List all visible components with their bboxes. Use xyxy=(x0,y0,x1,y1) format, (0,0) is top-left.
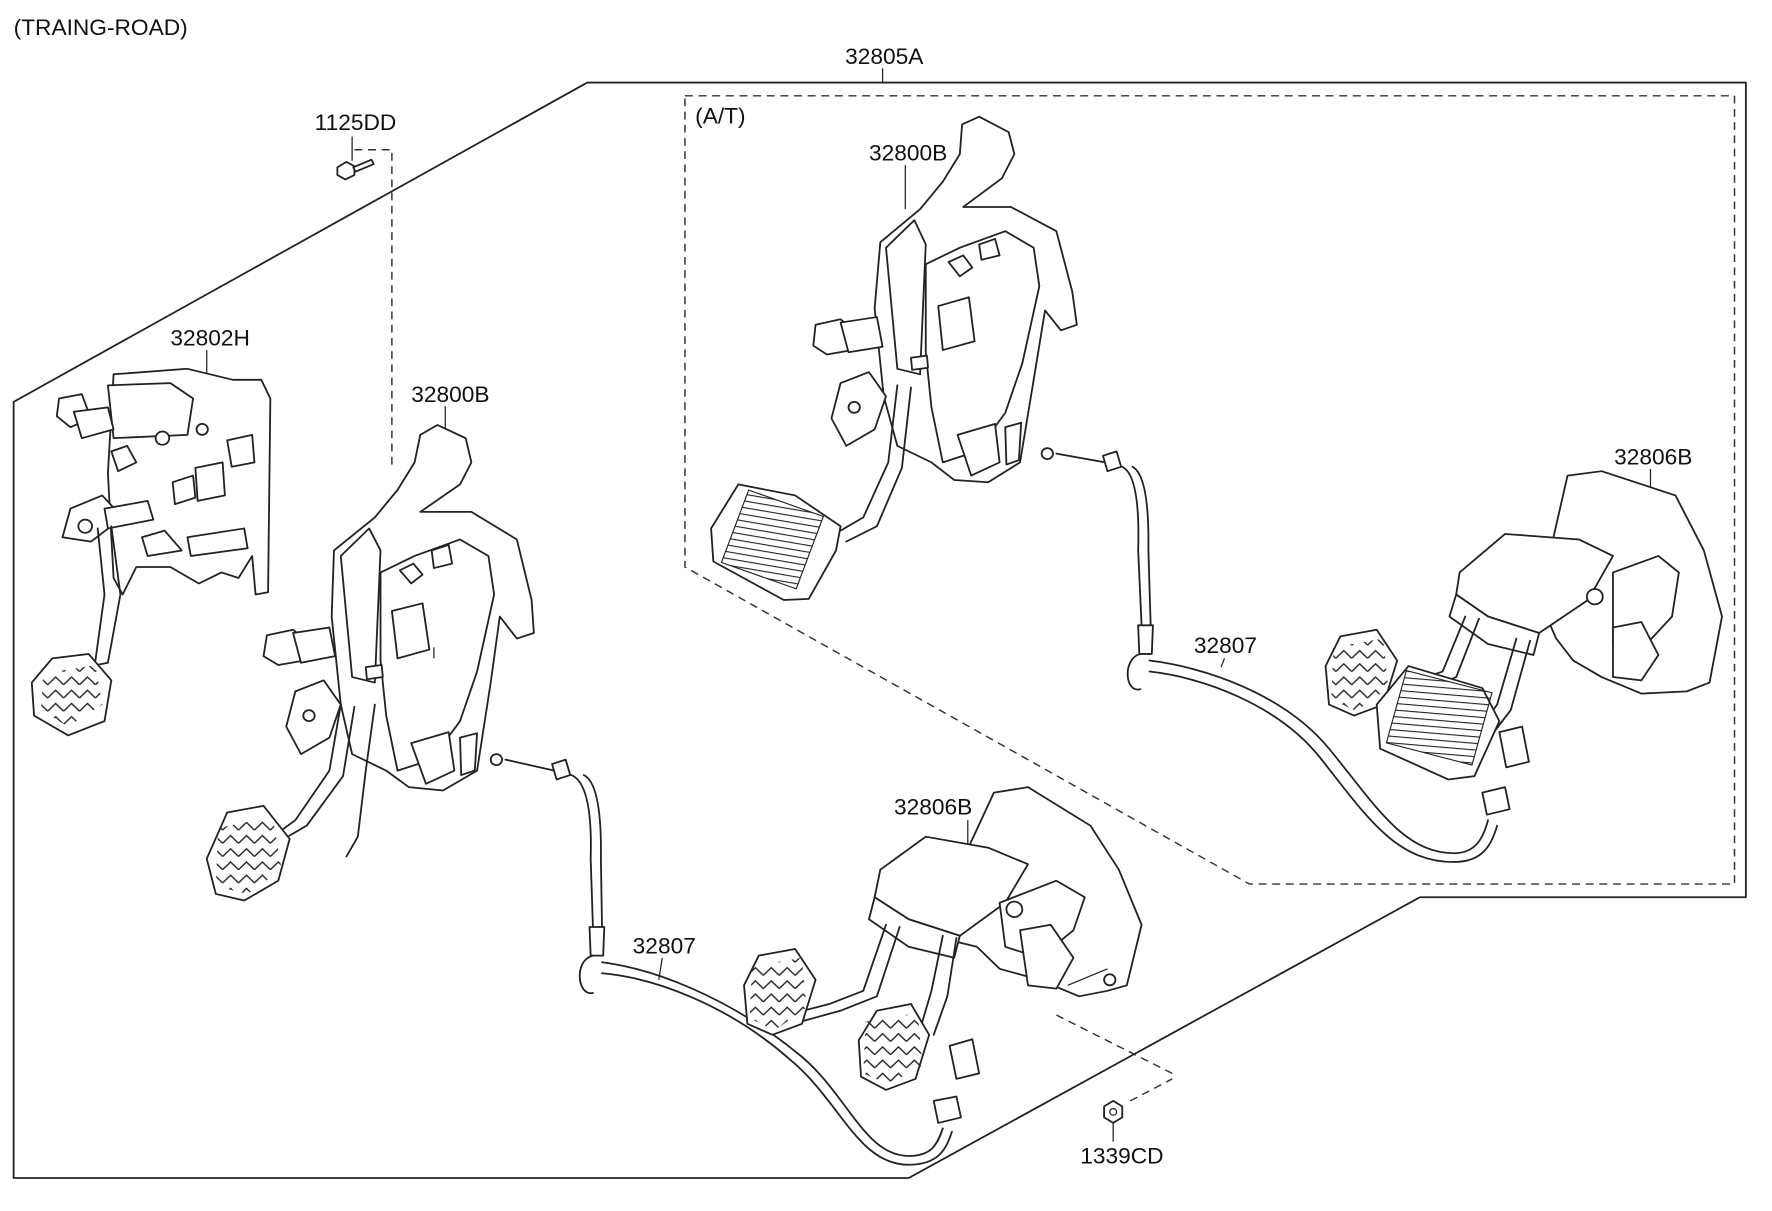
at-subgroup-boundary xyxy=(684,95,1736,885)
bolt-leader-dashed xyxy=(354,149,393,468)
brake-bracket-upper-left xyxy=(30,350,272,737)
cable-center xyxy=(570,774,981,1166)
cable-connector-left xyxy=(489,753,572,781)
bracket-upper-left-label: 32802H xyxy=(170,326,250,351)
pedal-assembly-left-label: 32800B xyxy=(411,382,489,407)
cable-at-label: 32807 xyxy=(1194,633,1257,658)
bolt-label: 1125DD xyxy=(315,110,397,135)
nut-leader-dashed xyxy=(1129,1078,1173,1102)
pedal-assembly-at-label: 32800B xyxy=(869,141,947,166)
pedal-pads-at-label: 32806B xyxy=(1614,445,1692,470)
nut-label: 1339CD xyxy=(1080,1144,1163,1169)
pedal-assembly-at xyxy=(710,115,1078,601)
cable-center-label: 32807 xyxy=(633,934,696,959)
pedal-pads-center xyxy=(743,786,1143,1091)
at-subgroup-label: (A/T) xyxy=(695,104,745,129)
pedal-pads-center-label: 32806B xyxy=(894,795,972,820)
pedal-pads-at xyxy=(1324,468,1723,781)
cable-connector-at xyxy=(1040,447,1123,473)
cable-at xyxy=(1121,465,1530,863)
assembly-label: 32805A xyxy=(845,44,923,69)
variant-caption: (TRAING-ROAD) xyxy=(14,16,188,41)
nut-icon xyxy=(1103,1100,1124,1142)
bolt-icon xyxy=(336,136,375,181)
assembly-boundary xyxy=(12,81,1747,1179)
pedal-assembly-left xyxy=(205,406,535,902)
